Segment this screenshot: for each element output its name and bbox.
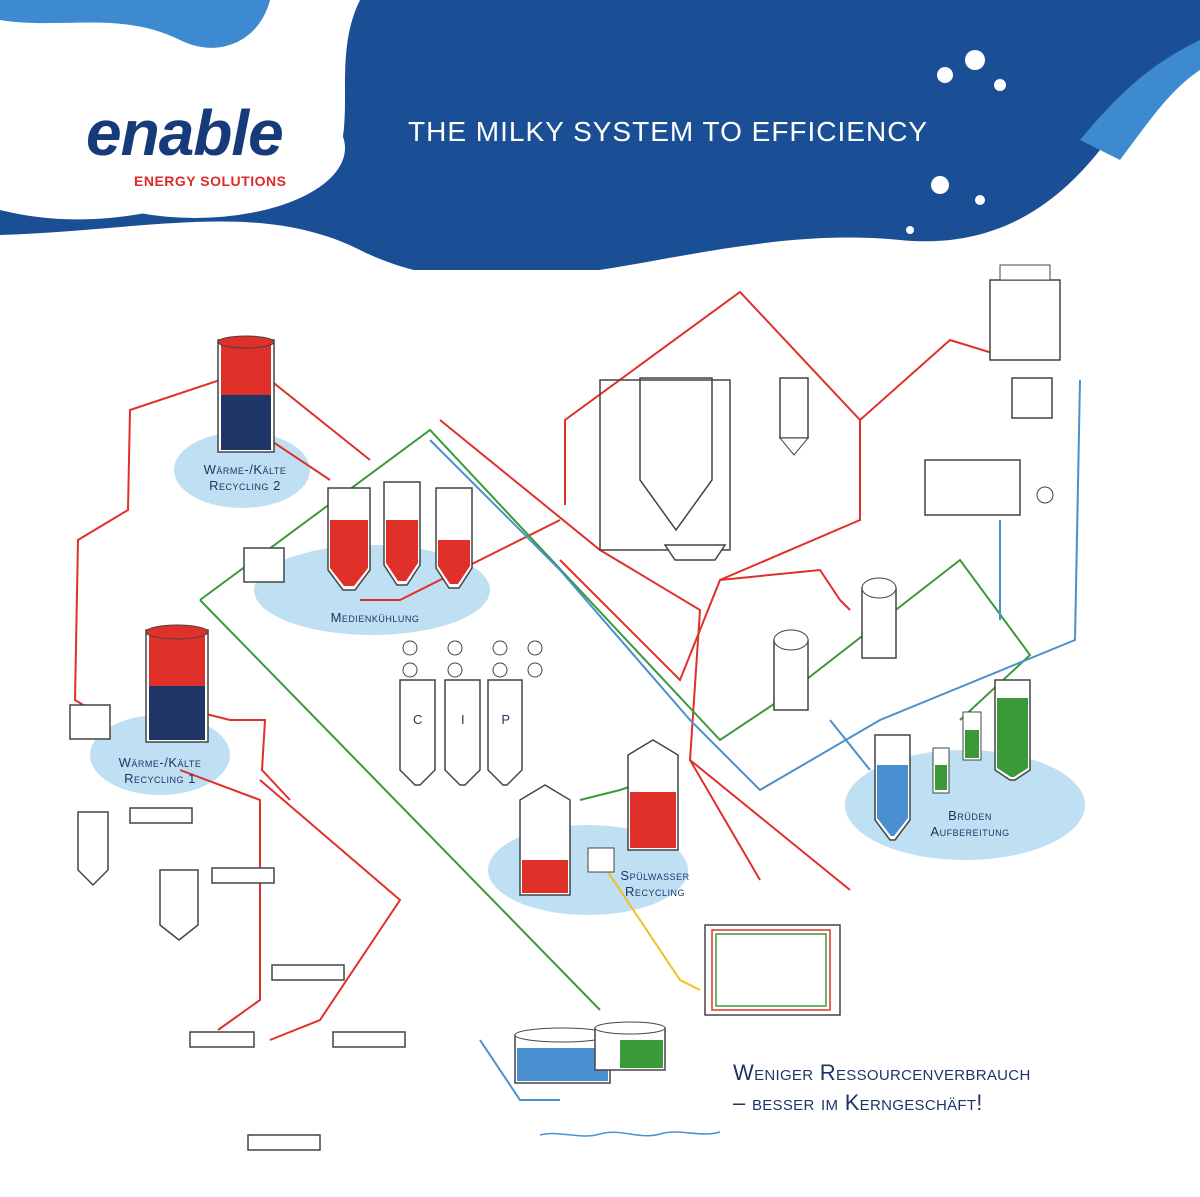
bubble-medienkuehlung [254,545,490,635]
red-pipes [73,290,1016,1041]
label-brueden-line2: Aufbereitung [930,824,1010,839]
cooling-unit [924,264,1061,516]
label-spuelwasser-line2: Recycling [625,884,685,899]
label-recycling1-line1: Wärme-/Kälte [118,755,202,770]
evaporator [599,377,810,561]
label-cip-p: P [501,712,511,727]
blue-pipes [429,379,1081,1101]
yellow-pipe [599,859,701,991]
spuelwasser-tanks [519,739,679,896]
brueden-tanks [874,679,1031,841]
label-spuelwasser: Spülwasser Recycling [600,868,710,900]
label-recycling2-line2: Recycling 2 [209,478,281,493]
label-medienkuehlung: Medienkühlung [330,610,420,625]
header-title: THE MILKY SYSTEM TO EFFICIENCY [408,116,929,147]
logo-wordmark: enable [86,97,284,169]
process-equipment [69,704,406,1151]
plate-exchanger [704,924,841,1016]
label-recycling2: Wärme-/Kälte Recycling 2 [180,462,310,494]
tank-recycling2 [217,335,275,453]
label-recycling1: Wärme-/Kälte Recycling 1 [95,755,225,787]
tagline-line2: – besser im Kerngeschäft! [733,1090,983,1115]
header-milk-splash [0,0,1200,280]
heat-exchangers [773,577,897,711]
label-cip-c: C [413,712,423,727]
label-brueden-line1: Brüden [948,808,992,823]
logo-subtitle: ENERGY SOLUTIONS [134,173,287,189]
label-cip-i: I [460,712,466,727]
label-recycling2-line1: Wärme-/Kälte [203,462,287,477]
tagline: Weniger Ressourcenverbrauch – besser im … [733,1058,1031,1118]
cip-tanks [399,640,543,786]
water-basins [514,1021,721,1137]
media-cooling-tanks [243,481,473,591]
label-recycling1-line2: Recycling 1 [124,771,196,786]
bubble-recycling2 [174,432,310,508]
label-spuelwasser-line1: Spülwasser [620,868,690,883]
tagline-line1: Weniger Ressourcenverbrauch [733,1060,1031,1085]
label-brueden: Brüden Aufbereitung [915,808,1025,840]
green-pipes [199,428,1032,1011]
tank-recycling1 [145,624,209,743]
